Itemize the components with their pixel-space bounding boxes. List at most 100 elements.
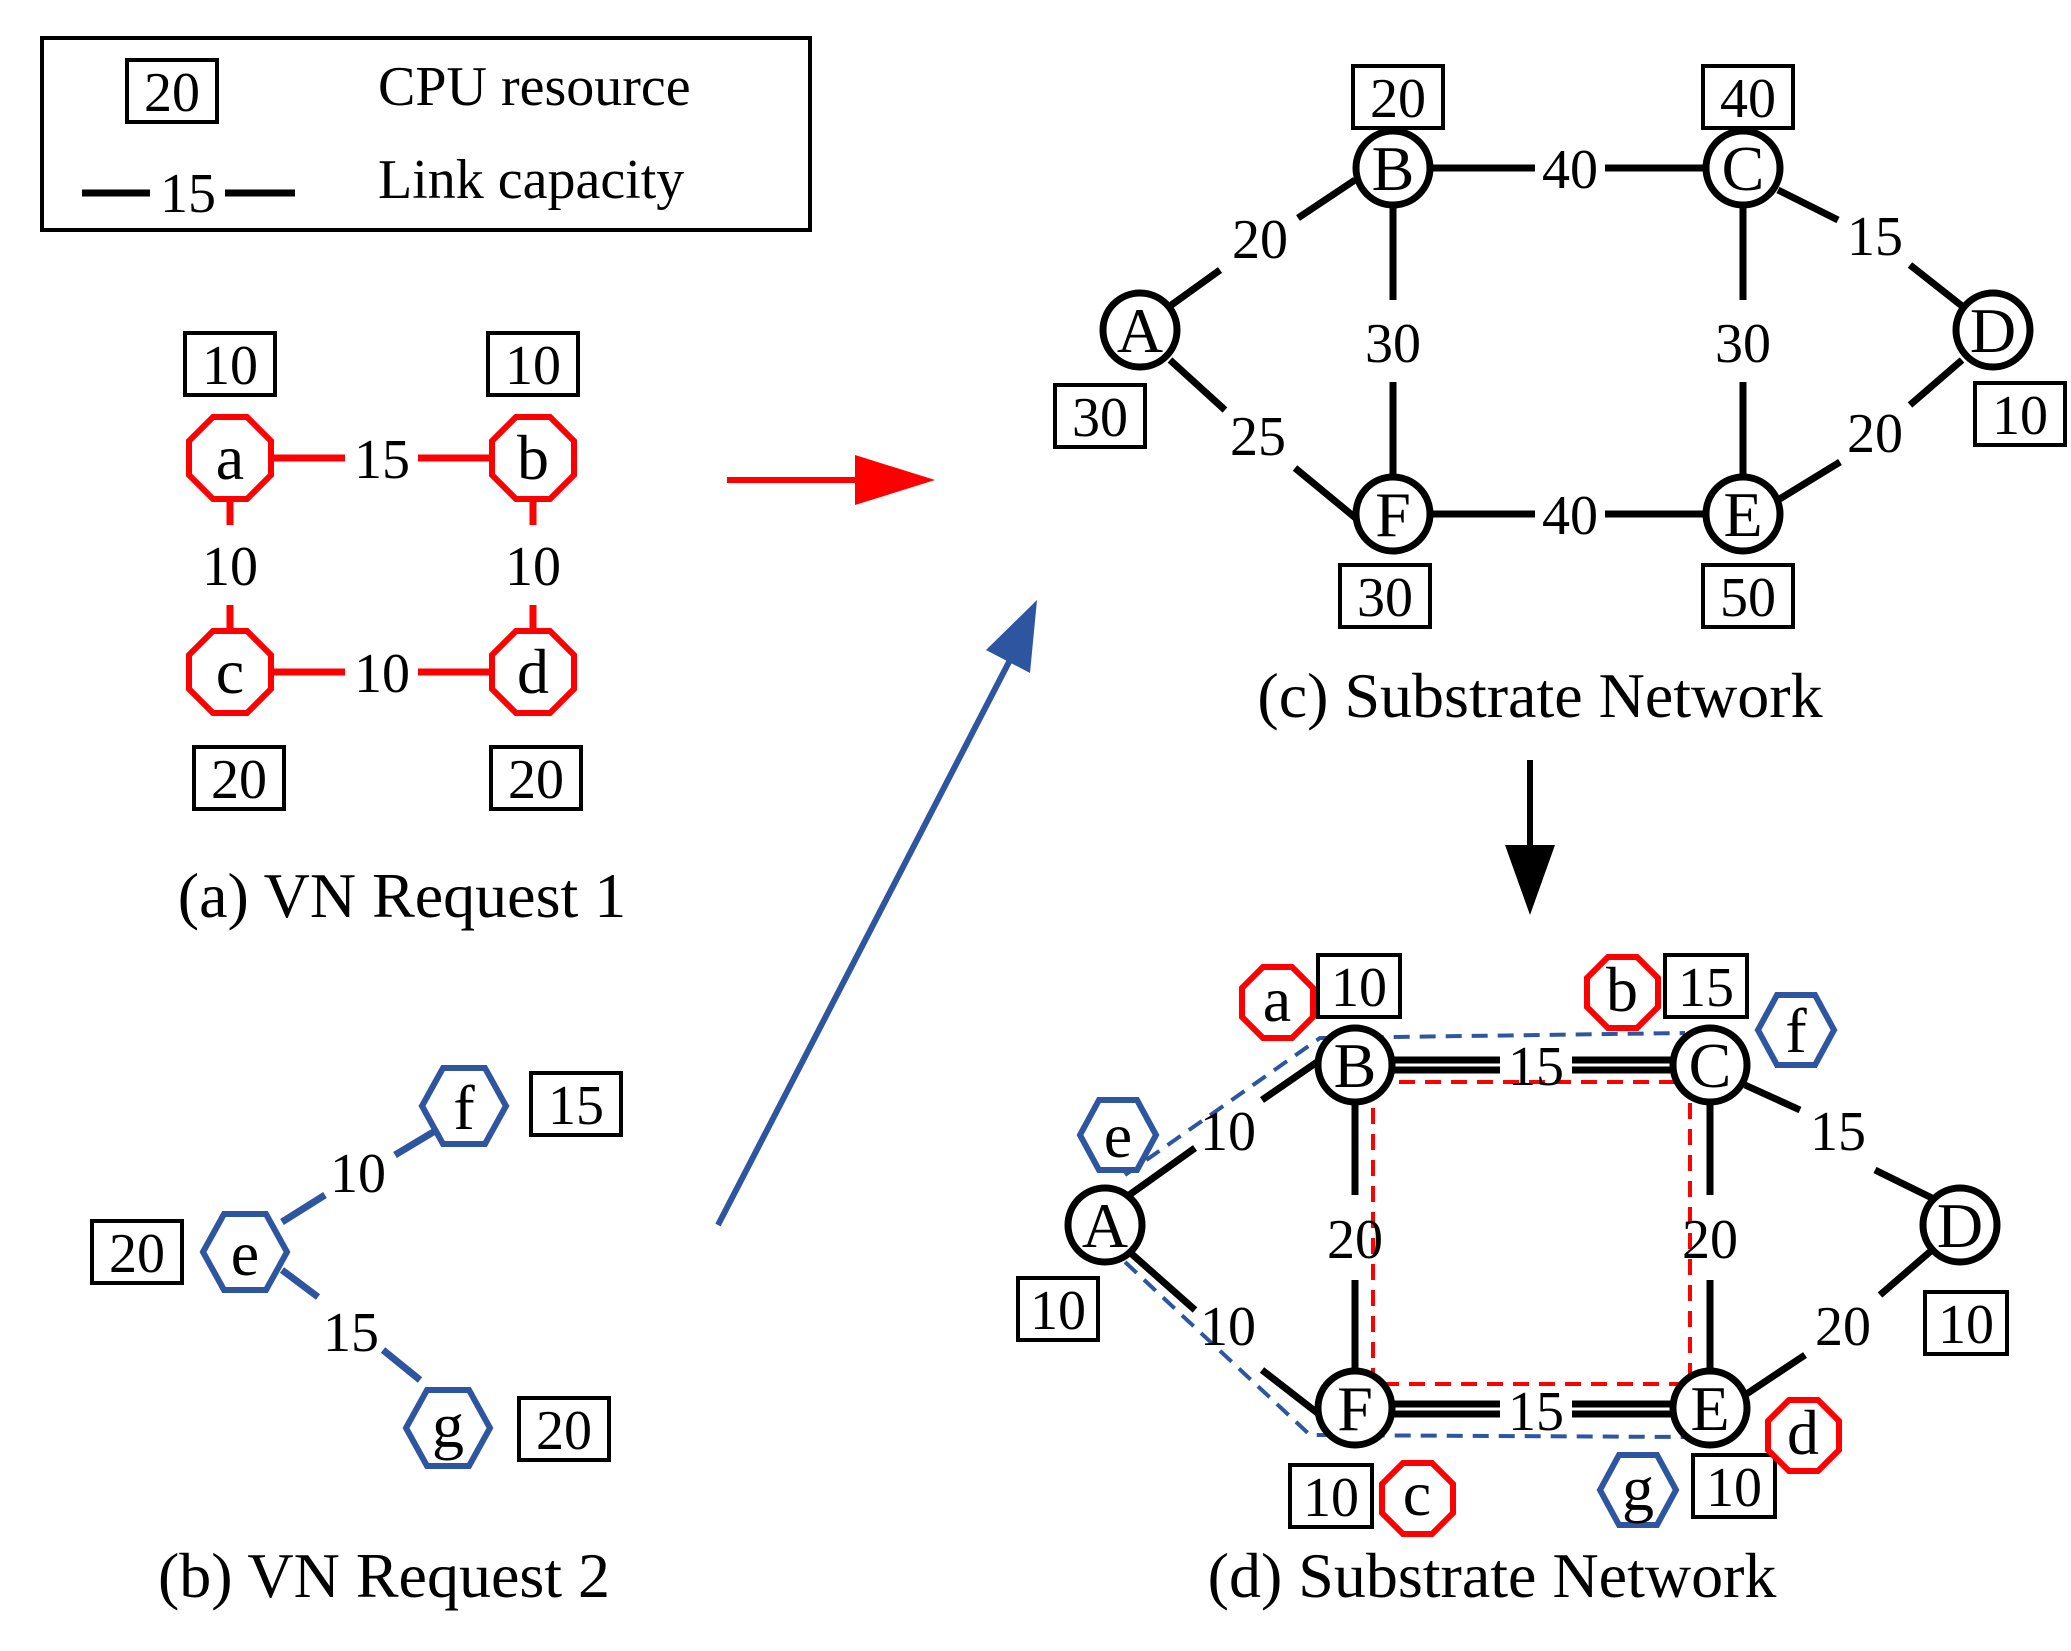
sub-link-CD (1776, 186, 1840, 224)
legend-link-sample: 15 (160, 163, 216, 225)
map-node-label-D: D (1937, 1190, 1983, 1261)
sub-link-DE (1776, 459, 1842, 503)
map-node-label-B: B (1334, 1030, 1377, 1101)
map-cpu-D: 10 (1938, 1294, 1994, 1356)
vn2-link-ef (393, 1124, 442, 1159)
vn2-caption: (b) VN Request 2 (158, 1540, 610, 1611)
vn1-cpu-a: 10 (202, 335, 258, 397)
vn-request-2: 10 15 e f g 20 15 20 (b) VN Request 2 (90, 1065, 623, 1611)
vn1-embedded-ring (1371, 1080, 1692, 1386)
sub-link-AF (1167, 357, 1228, 413)
vn2-cpu-box-f (529, 1071, 623, 1137)
sub-cpu-B: 20 (1370, 68, 1426, 130)
map-cpu-E: 10 (1706, 1457, 1762, 1519)
sub-node-B (1352, 127, 1434, 209)
sub-node-label-C: C (1722, 133, 1765, 204)
map-cpu-box-B (1316, 953, 1402, 1019)
map-node-label-F: F (1337, 1373, 1373, 1444)
sub-cpu-box-B (1351, 64, 1445, 130)
vn1-link-label-bd: 10 (505, 536, 561, 598)
sub-link-label-CE: 30 (1715, 313, 1771, 375)
blue-arrow-shaft (715, 658, 1013, 1227)
vn2-link-label-ef: 10 (330, 1143, 386, 1205)
sub-link-AF (1292, 465, 1361, 523)
map-link-AF (1259, 1367, 1323, 1418)
sub-cpu-D: 10 (1992, 385, 2048, 447)
map-link-label-CD: 15 (1810, 1101, 1866, 1163)
vn2-link-eg (279, 1267, 321, 1300)
map-cpu-C: 15 (1678, 957, 1734, 1019)
sub-link-label-AF: 25 (1230, 406, 1286, 468)
map-cpu-box-F (1288, 1463, 1374, 1529)
map-vnode-b (1584, 954, 1661, 1031)
mapped-caption: (d) Substrate Network (1208, 1540, 1777, 1611)
sub-link-CD (1907, 262, 1965, 309)
map-link-AB (1122, 1145, 1198, 1201)
vn2-link-eg (380, 1347, 423, 1383)
map-node-label-A: A (1082, 1190, 1128, 1261)
vn2-node-label-f: f (453, 1072, 475, 1143)
black-arrow-head (1505, 845, 1555, 915)
sub-link-AB (1296, 177, 1357, 221)
sub-cpu-box-F (1338, 563, 1432, 629)
vn1-link-label-cd: 10 (354, 643, 410, 705)
sub-node-label-F: F (1375, 479, 1411, 550)
map-link-AB (1260, 1057, 1322, 1103)
map-cpu-box-A (1016, 1276, 1100, 1342)
vn1-node-d (489, 628, 577, 716)
sub-node-label-E: E (1723, 479, 1762, 550)
vn2-cpu-g: 20 (536, 1400, 592, 1462)
blue-arrow-head (986, 600, 1037, 673)
vn1-cpu-box-c (192, 745, 286, 811)
vn1-node-label-a: a (216, 422, 244, 493)
map-link-label-AB: 10 (1200, 1101, 1256, 1163)
vn2-cpu-f: 15 (548, 1075, 604, 1137)
map-vnode-label-c: c (1403, 1458, 1431, 1529)
vn1-link-label-ac: 10 (202, 536, 258, 598)
mapping-arrows (715, 455, 1555, 1227)
sub-node-F (1352, 473, 1434, 555)
sub-cpu-E: 50 (1720, 567, 1776, 629)
vn2-cpu-box-g (517, 1396, 611, 1462)
map-vnode-e (1076, 1097, 1160, 1173)
vn1-cpu-box-b (486, 331, 580, 397)
map-vnode-d (1765, 1397, 1842, 1474)
map-node-E (1669, 1367, 1751, 1449)
sub-node-C (1702, 127, 1784, 209)
sub-node-A (1099, 289, 1181, 371)
vn1-node-label-c: c (216, 636, 244, 707)
map-node-F (1314, 1367, 1396, 1449)
map-vnode-label-d: d (1787, 1397, 1819, 1468)
vn2-link-label-eg: 15 (323, 1302, 379, 1364)
map-vnode-label-b: b (1606, 954, 1638, 1025)
map-node-label-E: E (1690, 1373, 1729, 1444)
sub-cpu-box-A (1053, 383, 1147, 449)
map-node-D (1919, 1184, 2001, 1266)
map-node-B (1314, 1024, 1396, 1106)
legend-cpu-box (125, 58, 219, 124)
vn2-node-label-g: g (432, 1390, 464, 1461)
map-vnode-f (1754, 992, 1838, 1068)
map-link-label-BF: 20 (1327, 1209, 1383, 1271)
map-vnode-label-e: e (1104, 1100, 1132, 1171)
map-link-CD (1873, 1166, 1934, 1202)
vn1-link-label-ab: 15 (354, 429, 410, 491)
vn2-node-label-e: e (231, 1218, 259, 1289)
map-link-label-BC: 15 (1508, 1036, 1564, 1098)
vn1-node-a (186, 414, 274, 502)
map-node-A (1064, 1184, 1146, 1266)
sub-link-label-FE: 40 (1542, 485, 1598, 547)
sub-cpu-box-C (1701, 64, 1795, 130)
vn2-cpu-box-e (90, 1219, 184, 1285)
substrate-network: 20 25 40 30 30 15 20 40 A B C D E F 30 2… (1053, 64, 2067, 731)
sub-link-AB (1167, 267, 1223, 309)
sub-node-E (1702, 473, 1784, 555)
sub-link-label-BC: 40 (1542, 139, 1598, 201)
sub-node-label-D: D (1970, 295, 2016, 366)
vn2-link-ef (280, 1192, 327, 1225)
map-cpu-box-C (1663, 953, 1749, 1019)
sub-link-label-AB: 20 (1232, 209, 1288, 271)
map-link-label-DE: 20 (1815, 1296, 1871, 1358)
sub-cpu-box-E (1701, 563, 1795, 629)
